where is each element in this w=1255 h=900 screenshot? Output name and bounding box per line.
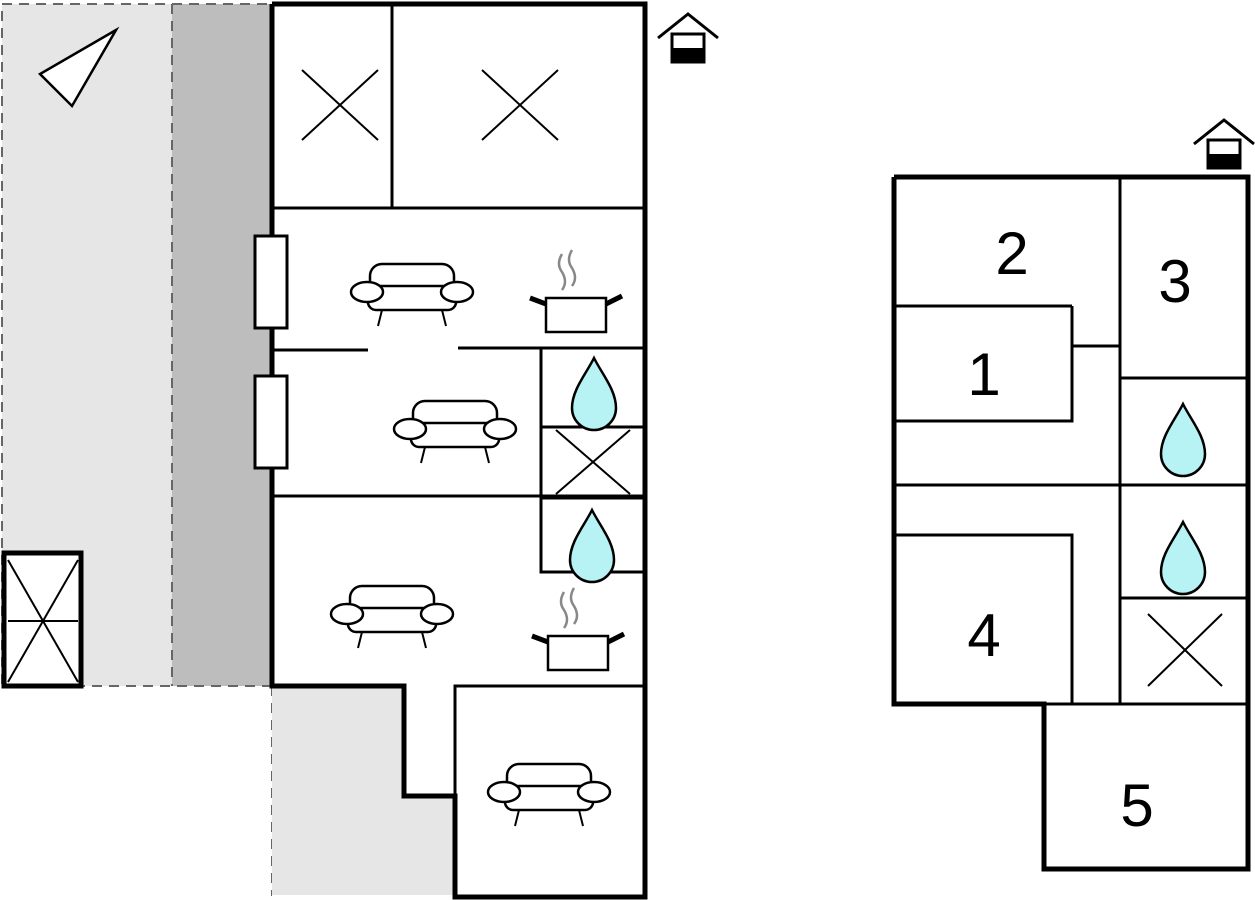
room-number-4: 4 xyxy=(967,602,1000,669)
window xyxy=(253,234,289,330)
compass-icon xyxy=(37,26,120,109)
covered-terrace xyxy=(172,4,272,686)
entrance-icon xyxy=(1192,118,1255,170)
bed-icon xyxy=(301,69,379,141)
toilet-icon xyxy=(1147,613,1223,687)
window xyxy=(253,374,289,470)
bed-icon xyxy=(481,69,559,141)
outdoor-storage-bed-icon xyxy=(1,550,84,689)
room-number-5: 5 xyxy=(1120,772,1153,839)
room-number-3: 3 xyxy=(1158,248,1191,315)
entrance-icon xyxy=(656,12,720,64)
toilet-icon xyxy=(555,429,631,495)
upper-floor-plan: 1 2 3 4 5 xyxy=(891,174,1251,872)
room-number-2: 2 xyxy=(995,220,1028,287)
ground-floor-plan xyxy=(253,1,648,900)
room-number-1: 1 xyxy=(967,341,1000,408)
